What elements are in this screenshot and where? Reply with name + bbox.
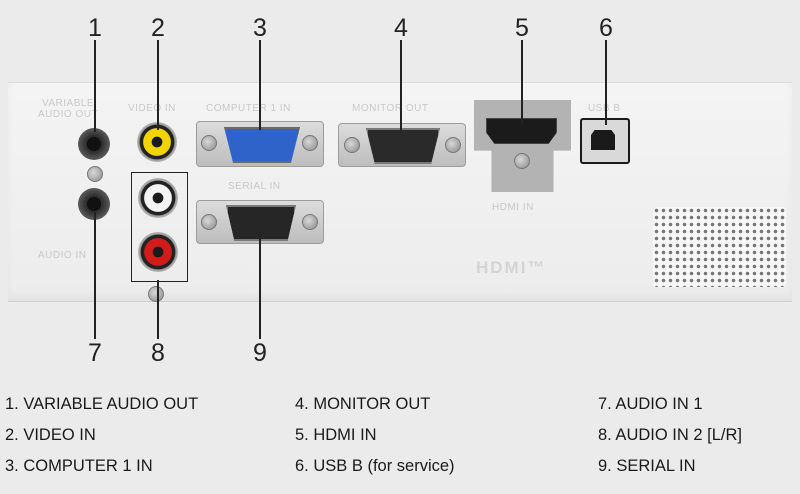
callout-5: 5 [515, 14, 529, 42]
audio-in-2-bracket [131, 172, 188, 282]
leader-line [259, 40, 261, 130]
leader-line [521, 40, 523, 125]
speaker-grille [653, 207, 786, 287]
screw-icon [148, 286, 164, 302]
audio-in-2-right-jack[interactable] [138, 232, 178, 272]
callout-2: 2 [151, 14, 165, 42]
callout-7: 7 [88, 339, 102, 367]
panel-label-variable-audio-out: VARIABLE AUDIO OUT [38, 98, 99, 120]
screw-icon [201, 135, 217, 151]
legend-item: 5. HDMI IN [295, 426, 377, 444]
legend-item: 2. VIDEO IN [5, 426, 96, 444]
screw-icon [302, 214, 318, 230]
callout-3: 3 [253, 14, 267, 42]
legend-item: 7. AUDIO IN 1 [598, 395, 703, 413]
legend-item: 9. SERIAL IN [598, 457, 696, 475]
callout-8: 8 [151, 339, 165, 367]
serial-connector-icon [226, 205, 296, 241]
callout-4: 4 [394, 14, 408, 42]
leader-line [400, 40, 402, 132]
panel-label-computer-1-in: COMPUTER 1 IN [206, 103, 291, 114]
vga-connector-icon [366, 128, 440, 164]
legend-item: 8. AUDIO IN 2 [L/R] [598, 426, 742, 444]
screw-icon [514, 153, 530, 169]
callout-1: 1 [88, 14, 102, 42]
screw-icon [302, 135, 318, 151]
hdmi-logo: HDMI™ [476, 258, 547, 277]
usb-b-connector-icon [591, 130, 615, 150]
leader-line [94, 40, 96, 132]
legend-item: 3. COMPUTER 1 IN [5, 457, 153, 475]
legend-item: 4. MONITOR OUT [295, 395, 431, 413]
audio-in-2-left-jack[interactable] [138, 178, 178, 218]
leader-line [94, 212, 96, 339]
vga-connector-icon [224, 127, 300, 163]
panel-label-hdmi-in: HDMI IN [492, 202, 534, 213]
leader-line [259, 232, 261, 339]
variable-audio-out-jack[interactable] [78, 128, 110, 160]
screw-icon [344, 137, 360, 153]
screw-icon [445, 137, 461, 153]
leader-line [605, 40, 607, 125]
callout-9: 9 [253, 339, 267, 367]
legend-item: 6. USB B (for service) [295, 457, 455, 475]
panel-label-audio-in: AUDIO IN [38, 250, 87, 261]
leader-line [157, 280, 159, 339]
leader-line [157, 40, 159, 130]
legend-item: 1. VARIABLE AUDIO OUT [5, 395, 199, 413]
panel-label-usb-b: USB B [588, 103, 621, 114]
screw-icon [87, 166, 103, 182]
panel-label-monitor-out: MONITOR OUT [352, 103, 429, 114]
panel-label-video-in: VIDEO IN [128, 103, 176, 114]
screw-icon [201, 214, 217, 230]
callout-6: 6 [599, 14, 613, 42]
panel-label-serial-in: SERIAL IN [228, 181, 281, 192]
